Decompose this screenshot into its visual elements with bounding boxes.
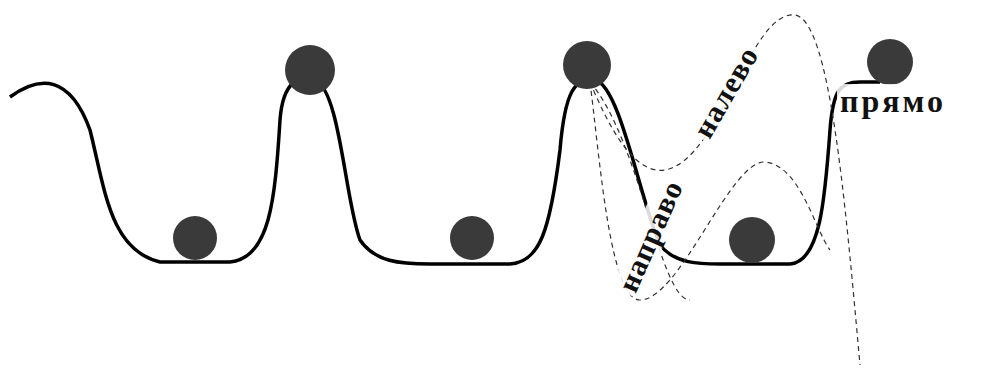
potential-curve: [10, 78, 880, 264]
ball: [450, 216, 494, 260]
ball: [173, 216, 217, 260]
ball: [563, 41, 611, 89]
trajectory-label: прямо: [837, 84, 949, 118]
ball: [867, 39, 913, 85]
ball: [285, 45, 335, 95]
trajectory-label: налево: [686, 38, 767, 146]
trajectory-branch: [590, 82, 690, 300]
left-trajectory: [590, 15, 860, 365]
ball: [729, 217, 775, 263]
balls: [173, 39, 913, 263]
trajectory-label: направо: [610, 172, 690, 299]
